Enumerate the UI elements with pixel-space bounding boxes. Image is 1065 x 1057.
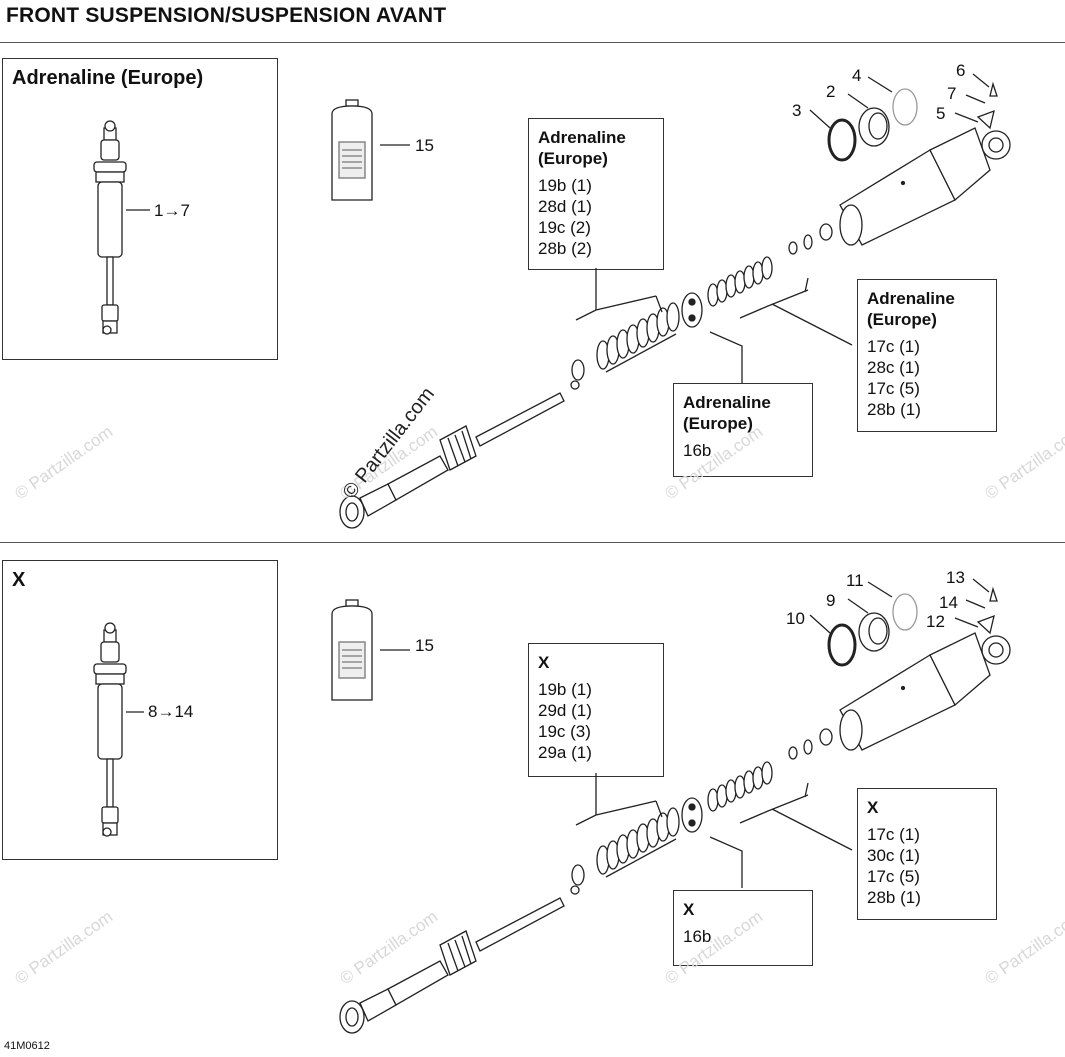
section-divider <box>0 542 1065 543</box>
kit-box-middle: Adrenaline (Europe) 16b <box>673 383 813 477</box>
kit-title: Adrenaline (Europe) <box>683 393 771 433</box>
kit-title: Adrenaline (Europe) <box>867 289 955 329</box>
kit-box-upper: X 19b (1) 29d (1) 19c (3) 29a (1) <box>528 643 664 777</box>
callout-4: 4 <box>852 66 862 85</box>
kit-item: 16b <box>683 441 712 460</box>
kit-item: 19c (3) <box>538 722 591 741</box>
watermark-text: © Partzilla.com <box>981 907 1065 988</box>
callout-9: 9 <box>826 591 836 610</box>
kit-title: X <box>683 900 695 919</box>
watermark-text: © Partzilla.com <box>661 422 766 503</box>
kit-item: 28b (1) <box>867 888 921 907</box>
callout-bottle: 15 <box>415 136 434 155</box>
kit-item: 19c (2) <box>538 218 591 237</box>
kit-box-right: Adrenaline (Europe) 17c (1) 28c (1) 17c … <box>857 279 997 432</box>
kit-item: 17c (1) <box>867 337 920 356</box>
kit-title: Adrenaline (Europe) <box>538 128 626 168</box>
kit-box-middle: X 16b <box>673 890 813 966</box>
kit-item: 29d (1) <box>538 701 592 720</box>
kit-item: 28c (1) <box>867 358 920 377</box>
watermark-text: © Partzilla.com <box>661 907 766 988</box>
callout-bottle: 15 <box>415 636 434 655</box>
inset-box-x: X <box>2 560 278 860</box>
kit-item: 17c (1) <box>867 825 920 844</box>
callout-5: 5 <box>936 104 946 123</box>
page-title: FRONT SUSPENSION/SUSPENSION AVANT <box>6 4 447 27</box>
kit-item: 30c (1) <box>867 846 920 865</box>
kit-box-right: X 17c (1) 30c (1) 17c (5) 28b (1) <box>857 788 997 920</box>
kit-item: 17c (5) <box>867 867 920 886</box>
inset-range-label: 8→14 <box>148 702 194 721</box>
inset-box-adrenaline: Adrenaline (Europe) <box>2 58 278 360</box>
kit-item: 29a (1) <box>538 743 592 762</box>
inset-title: X <box>12 569 26 591</box>
inset-range-label: 1→7 <box>154 201 190 220</box>
kit-item: 28d (1) <box>538 197 592 216</box>
watermark-text: © Partzilla.com <box>11 422 116 503</box>
kit-item: 28b (1) <box>867 400 921 419</box>
callout-6: 6 <box>956 61 966 80</box>
kit-item: 28b (2) <box>538 239 592 258</box>
kit-item: 17c (5) <box>867 379 920 398</box>
figure-code: 41M0612 <box>4 1040 50 1052</box>
inset-title: Adrenaline (Europe) <box>12 67 204 89</box>
kit-box-upper: Adrenaline (Europe) 19b (1) 28d (1) 19c … <box>528 118 664 270</box>
watermark-text: © Partzilla.com <box>11 907 116 988</box>
callout-7: 7 <box>947 84 957 103</box>
callout-11: 11 <box>846 571 864 590</box>
callout-14: 14 <box>939 593 958 612</box>
watermark-text: © Partzilla.com <box>981 422 1065 503</box>
kit-item: 16b <box>683 927 712 946</box>
kit-item: 19b (1) <box>538 680 592 699</box>
kit-title: X <box>867 798 879 817</box>
callout-13: 13 <box>946 568 965 587</box>
kit-title: X <box>538 653 550 672</box>
callout-2: 2 <box>826 82 836 101</box>
kit-item: 19b (1) <box>538 176 592 195</box>
callout-10: 10 <box>786 609 805 628</box>
header-divider <box>0 42 1065 43</box>
callout-3: 3 <box>792 101 802 120</box>
callout-12: 12 <box>926 612 945 631</box>
